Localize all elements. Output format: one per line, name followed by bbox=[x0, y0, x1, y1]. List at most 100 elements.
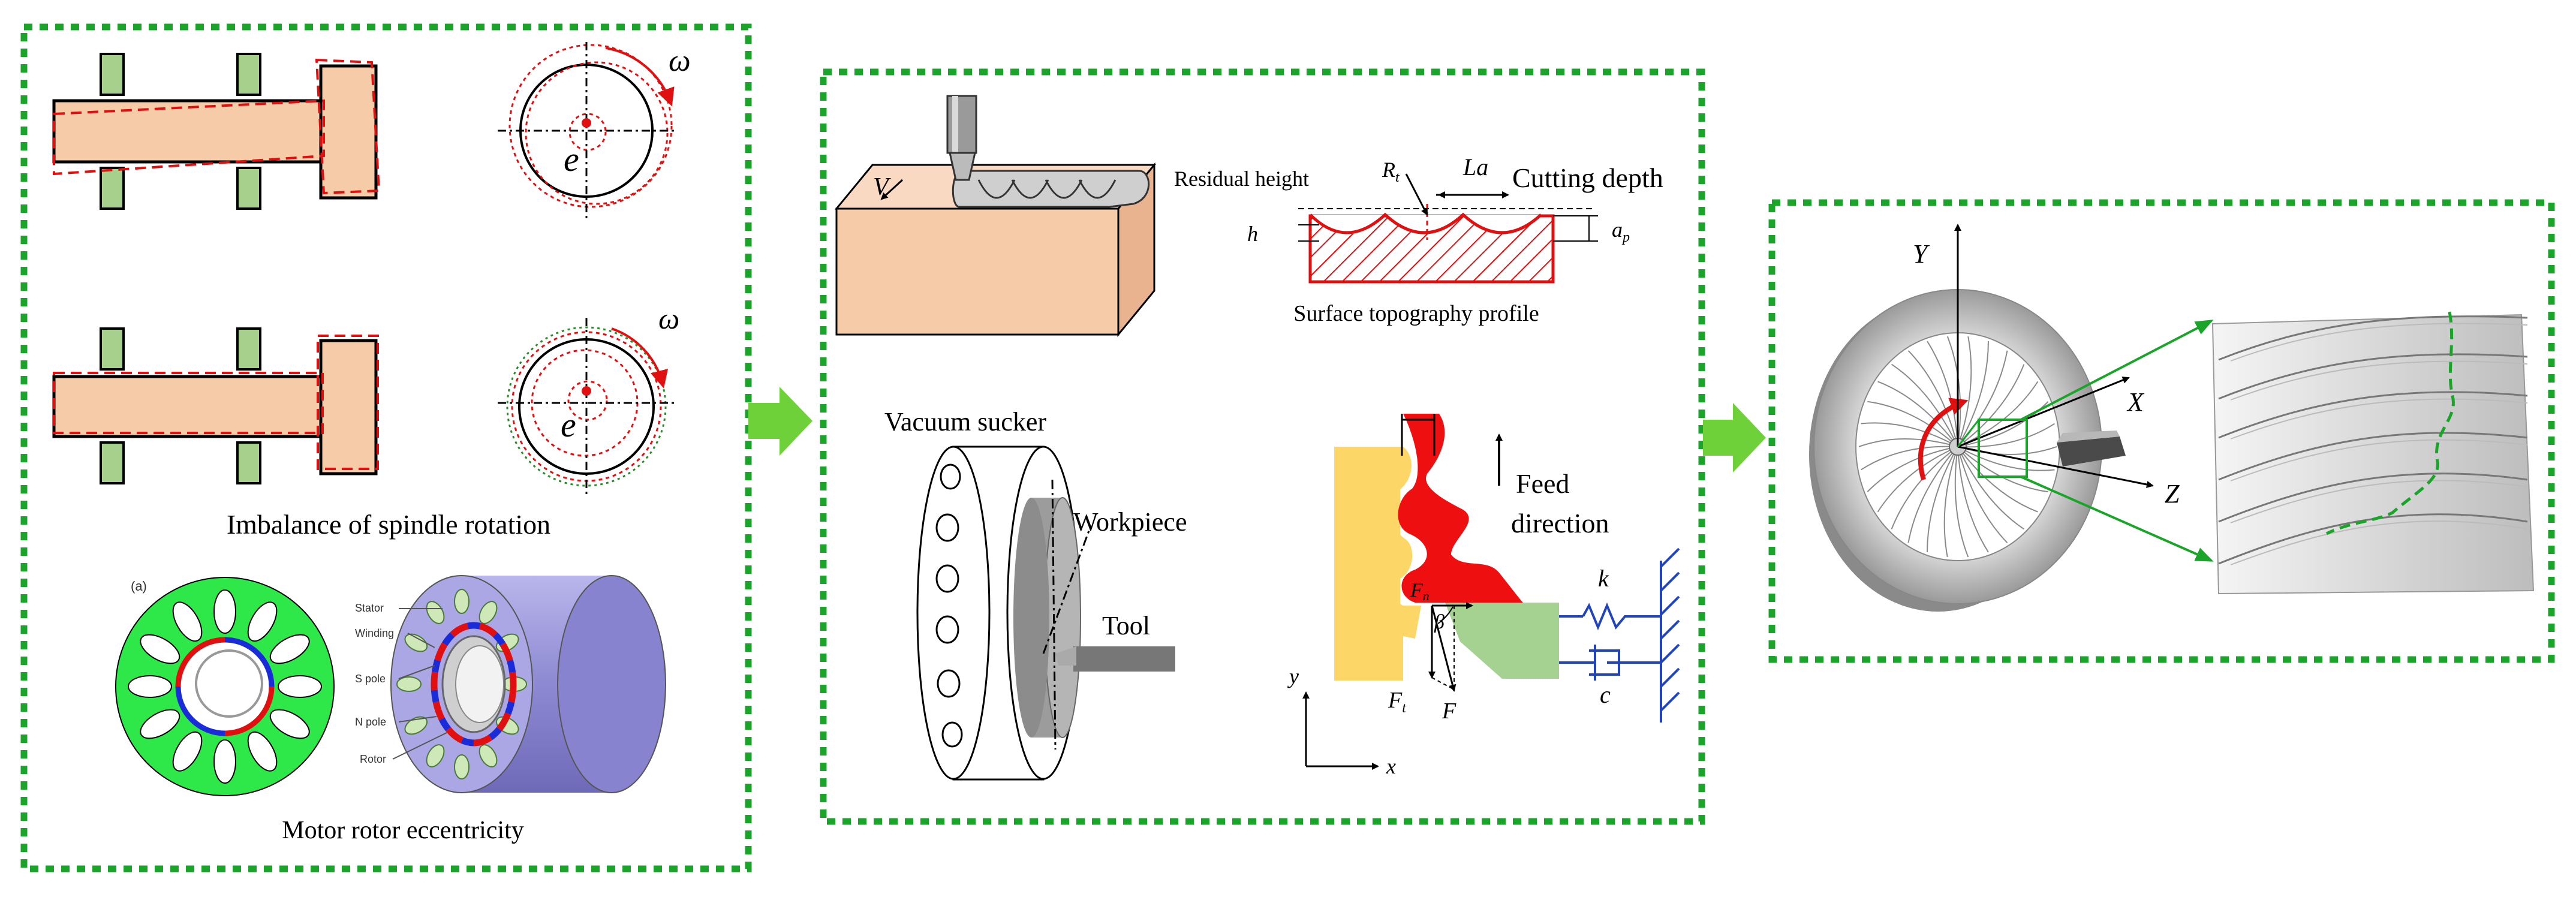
spindle-top bbox=[52, 53, 381, 210]
blade-curve bbox=[2218, 513, 2528, 565]
surface-profile-caption: Surface topography profile bbox=[1293, 301, 1539, 326]
impeller-blade bbox=[1907, 350, 1958, 447]
beta-label: β bbox=[1434, 611, 1445, 633]
blade-curve bbox=[2218, 432, 2528, 481]
blade-curve bbox=[2218, 353, 2528, 400]
impeller-blade bbox=[1957, 336, 1972, 447]
impeller-blade bbox=[1957, 446, 2008, 543]
impeller-x-axis: X bbox=[2126, 387, 2145, 417]
panel-machining-process bbox=[820, 68, 1705, 825]
milled-workpiece-block: V bbox=[834, 95, 1157, 338]
impeller-blade bbox=[1957, 423, 2055, 448]
ap-label: ap bbox=[1612, 218, 1630, 245]
rt-label: Rt bbox=[1382, 158, 1400, 185]
motor-cross-section: (a) bbox=[115, 577, 335, 796]
label-s-pole: S pole bbox=[355, 673, 386, 685]
surface-topography-profile: Residual height Rt La Cutting depth h ap… bbox=[1174, 153, 1663, 326]
spindle-middle bbox=[52, 327, 379, 484]
blade-curve bbox=[2218, 315, 2528, 361]
blade-curve-shadow bbox=[2230, 360, 2528, 401]
panel-impeller-result bbox=[1768, 199, 2555, 663]
blade-surface-zoom bbox=[2211, 311, 2535, 595]
stator-slot bbox=[269, 709, 310, 739]
impeller-blade bbox=[1907, 446, 1958, 543]
rotor-figure-tag: (a) bbox=[131, 579, 147, 594]
stator-slot bbox=[172, 731, 203, 772]
unbalance-diagram-top: ω e bbox=[498, 42, 691, 222]
stator-slot bbox=[140, 709, 180, 739]
blade-curve-shadow bbox=[2230, 323, 2528, 362]
stator-slot-3d bbox=[454, 589, 470, 614]
x-axis-label: x bbox=[1386, 754, 1396, 778]
vacuum-sucker-fixture: Vacuum sucker Workpiece Tool bbox=[884, 407, 1187, 781]
impeller-blade bbox=[1891, 363, 1958, 447]
feed-label-line2: direction bbox=[1511, 508, 1609, 538]
stator-slot bbox=[128, 675, 172, 698]
omega-label-middle: ω bbox=[658, 302, 679, 335]
impeller-blade bbox=[1861, 422, 1958, 447]
flow-arrow-2 bbox=[1703, 403, 1766, 472]
cutting-depth-label: Cutting depth bbox=[1512, 162, 1663, 193]
motor-3d-model: Stator Winding S pole N pole Rotor bbox=[355, 575, 666, 793]
impeller-blade bbox=[1954, 446, 1969, 558]
unbalance-diagram-middle: ω e bbox=[498, 302, 679, 498]
impeller-blade bbox=[1957, 446, 2024, 530]
impeller-blade bbox=[1877, 446, 1958, 513]
f-label: F bbox=[1442, 699, 1456, 724]
blade-curve-shadow bbox=[2230, 520, 2528, 565]
h-label: h bbox=[1247, 222, 1258, 246]
label-n-pole: N pole bbox=[355, 716, 386, 728]
caption-motor-eccentricity: Motor rotor eccentricity bbox=[282, 817, 524, 844]
feed-label-line1: Feed bbox=[1516, 468, 1569, 499]
omega-label-top: ω bbox=[669, 44, 691, 78]
impeller-blade bbox=[1861, 446, 1958, 471]
ft-label: Ft bbox=[1388, 688, 1407, 716]
impeller-blade bbox=[1957, 446, 2055, 471]
flow-arrow-1 bbox=[748, 387, 812, 456]
impeller-y-axis: Y bbox=[1913, 239, 1930, 269]
eccentricity-label-top: e bbox=[564, 140, 579, 179]
stator-slot-3d bbox=[454, 754, 470, 779]
stator-slot-3d bbox=[404, 633, 428, 652]
stator-slot-3d bbox=[479, 744, 498, 767]
stator-slot-3d bbox=[404, 716, 428, 735]
stator-slot bbox=[247, 601, 278, 642]
impeller-blade bbox=[1946, 336, 1961, 447]
velocity-label: V bbox=[873, 173, 891, 201]
impeller-blade bbox=[1957, 364, 2025, 447]
damping-c-label: c bbox=[1600, 681, 1611, 708]
stator-slot-3d bbox=[479, 601, 498, 624]
blade-curve-shadow bbox=[2230, 480, 2528, 523]
stator-slot bbox=[172, 601, 203, 642]
impeller-blade bbox=[1927, 446, 1958, 552]
blade-curve bbox=[2218, 391, 2528, 439]
stator-slot bbox=[213, 589, 236, 634]
eccentricity-label-middle: e bbox=[561, 405, 576, 444]
impeller-blade bbox=[1957, 446, 2038, 513]
stator-slot-3d bbox=[426, 744, 445, 767]
residual-height-label: Residual height bbox=[1174, 167, 1309, 191]
la-label: La bbox=[1462, 153, 1488, 180]
stator-slot bbox=[269, 634, 310, 664]
y-axis-label: y bbox=[1287, 664, 1299, 688]
stator-slot bbox=[140, 634, 180, 664]
blade-curve-shadow bbox=[2230, 439, 2528, 481]
impeller-blade bbox=[1957, 341, 1989, 447]
stator-slot-3d bbox=[396, 676, 422, 692]
stator-slot bbox=[213, 739, 236, 784]
impeller-z-axis: Z bbox=[2165, 479, 2180, 508]
impeller-blade bbox=[1858, 438, 1958, 447]
tool-label: Tool bbox=[1102, 611, 1150, 640]
stiffness-k-label: k bbox=[1598, 565, 1609, 592]
impeller-blade bbox=[1957, 446, 1989, 553]
impeller-blade bbox=[1877, 381, 1958, 447]
impeller-blade bbox=[1943, 446, 1958, 558]
stator-slot bbox=[278, 675, 322, 698]
blade-curve bbox=[2218, 472, 2528, 523]
label-winding: Winding bbox=[355, 627, 394, 639]
blade-curves bbox=[2218, 315, 2528, 565]
workpiece-label: Workpiece bbox=[1073, 507, 1187, 537]
label-stator: Stator bbox=[355, 602, 384, 614]
panel-spindle-imbalance bbox=[20, 23, 752, 872]
